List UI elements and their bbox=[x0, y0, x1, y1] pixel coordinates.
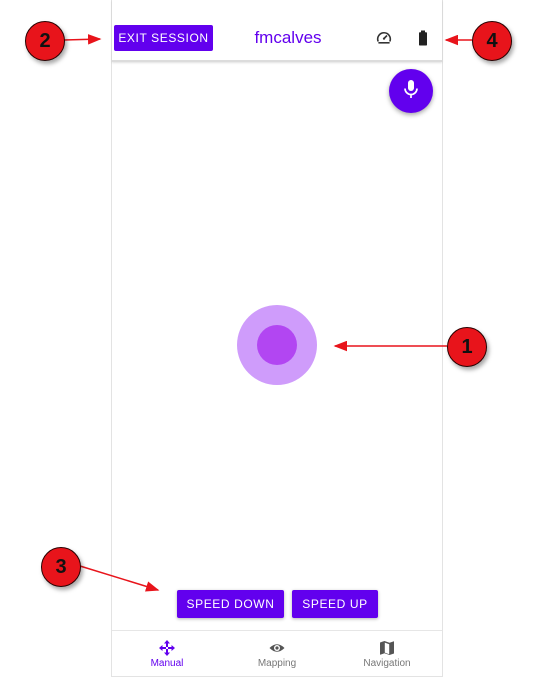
microphone-button[interactable] bbox=[389, 69, 433, 113]
battery-icon bbox=[417, 30, 429, 46]
nav-item-mapping[interactable]: Mapping bbox=[222, 631, 332, 677]
nav-label-navigation: Navigation bbox=[363, 658, 411, 669]
joystick-pad[interactable] bbox=[237, 305, 317, 385]
page-title: fmcalves bbox=[254, 28, 322, 47]
nav-item-manual[interactable]: Manual bbox=[112, 631, 222, 677]
exit-session-button[interactable]: EXIT SESSION bbox=[114, 25, 213, 51]
annotation-marker-2: 2 bbox=[25, 21, 65, 61]
move-arrows-icon bbox=[159, 640, 175, 656]
nav-label-manual: Manual bbox=[150, 658, 184, 669]
eye-icon bbox=[269, 640, 285, 656]
annotation-marker-1: 1 bbox=[447, 327, 487, 367]
top-app-bar: EXIT SESSION fmcalves bbox=[112, 0, 442, 62]
bottom-navigation: Manual Mapping Navigation bbox=[112, 630, 442, 677]
arrow-3 bbox=[79, 565, 160, 592]
annotation-marker-4: 4 bbox=[472, 21, 512, 61]
speedometer-icon[interactable] bbox=[376, 30, 392, 46]
microphone-icon bbox=[402, 79, 420, 104]
app-screen: EXIT SESSION fmcalves bbox=[111, 0, 443, 677]
speed-down-button[interactable]: SPEED DOWN bbox=[177, 590, 284, 618]
joystick-knob[interactable] bbox=[257, 325, 297, 365]
nav-item-navigation[interactable]: Navigation bbox=[332, 631, 442, 677]
map-icon bbox=[379, 640, 395, 656]
nav-label-mapping: Mapping bbox=[257, 658, 297, 669]
speed-up-button[interactable]: SPEED UP bbox=[292, 590, 378, 618]
arrow-2 bbox=[63, 34, 102, 45]
annotation-marker-3: 3 bbox=[41, 547, 81, 587]
